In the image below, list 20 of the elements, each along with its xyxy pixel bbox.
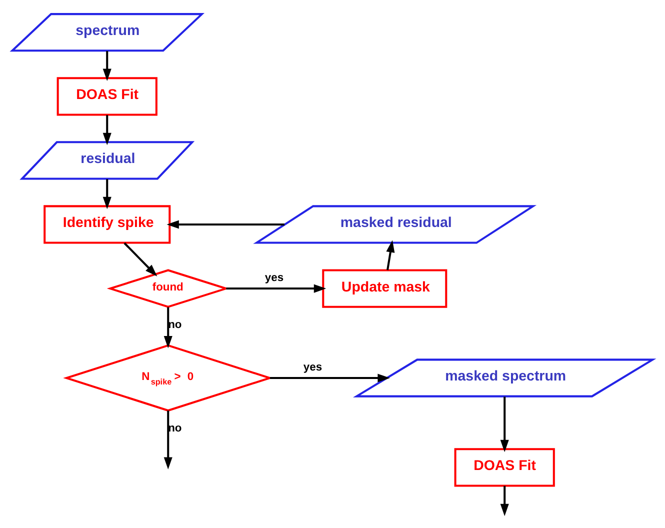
arrow xyxy=(164,307,172,348)
arrow xyxy=(102,51,112,82)
arrow xyxy=(500,486,509,516)
node-box: DOAS Fit xyxy=(56,77,158,116)
arrow xyxy=(102,115,112,146)
arrow xyxy=(386,240,395,270)
edge-label: no xyxy=(168,318,182,331)
arrow xyxy=(164,410,172,470)
arrow xyxy=(270,374,390,382)
arrow xyxy=(166,220,284,229)
arrow xyxy=(226,284,326,293)
edge-label: yes xyxy=(264,272,284,284)
arrow xyxy=(500,396,509,452)
node-box: Update mask xyxy=(322,269,448,308)
edge-label: yes xyxy=(303,362,322,374)
edge-label: no xyxy=(168,422,182,435)
arrow xyxy=(124,242,158,276)
node-box: DOAS Fit xyxy=(454,448,555,487)
arrow xyxy=(102,179,112,210)
node-box: Identify spike xyxy=(44,205,171,244)
